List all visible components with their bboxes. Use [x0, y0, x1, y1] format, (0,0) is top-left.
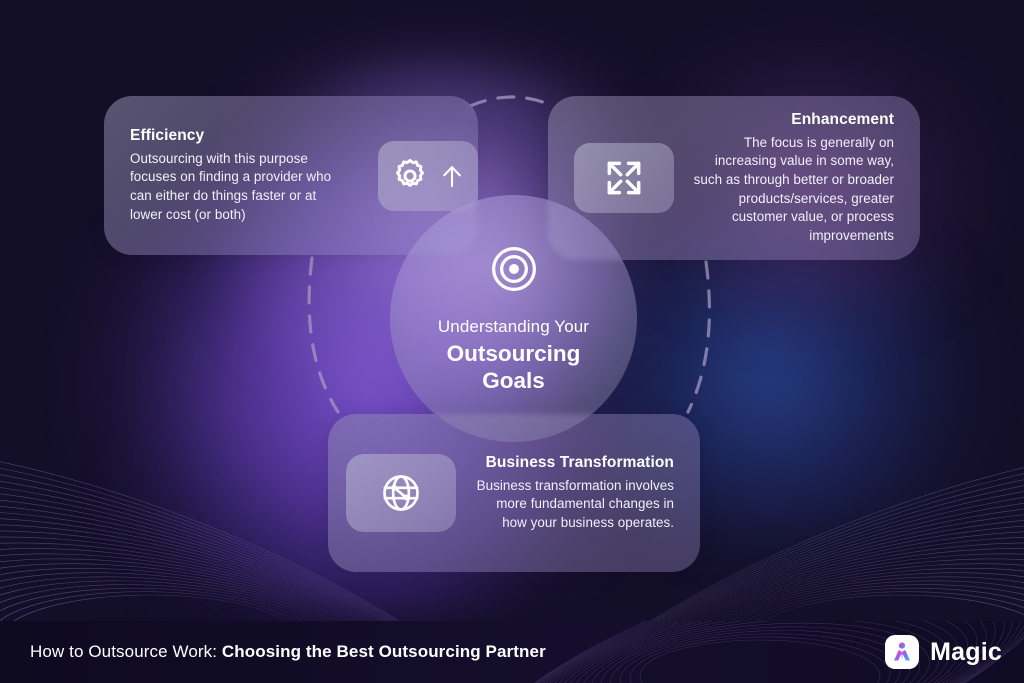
card-transformation-body: Business transformation involves more fu… — [476, 477, 674, 530]
card-efficiency-body: Outsourcing with this purpose focuses on… — [130, 150, 332, 222]
card-enhancement-text: Enhancement The focus is generally on in… — [688, 111, 894, 246]
center-title: Outsourcing Goals — [447, 340, 581, 394]
center-subtitle: Understanding Your — [437, 317, 590, 336]
target-icon — [488, 243, 540, 300]
card-efficiency-title: Efficiency — [130, 126, 205, 144]
arrow-up-icon — [443, 165, 461, 187]
connector-left — [307, 256, 340, 414]
connector-top — [468, 95, 555, 108]
center-title-line-1: Outsourcing — [446, 341, 581, 366]
card-enhancement-icon-tile — [574, 143, 674, 213]
target-icon-glyph — [491, 247, 536, 291]
magic-logo-icon — [885, 635, 920, 669]
card-transformation-text: Business Transformation Business transfo… — [470, 454, 674, 533]
card-enhancement-title: Enhancement — [791, 110, 894, 128]
footer-bar: How to Outsource Work: Choosing the Best… — [0, 621, 1024, 683]
brand-name: Magic — [930, 637, 1002, 666]
card-efficiency-icon-tile — [378, 140, 478, 211]
center-hub: Understanding Your Outsourcing Goals — [390, 195, 637, 442]
card-transformation-title: Business Transformation — [485, 453, 674, 471]
gear-icon — [396, 158, 424, 187]
footer-caption: How to Outsource Work: Choosing the Best… — [30, 642, 546, 662]
expand-arrows-icon — [607, 161, 641, 195]
footer-caption-bold: Choosing the Best Outsourcing Partner — [221, 642, 546, 661]
center-title-line-2: Goals — [482, 368, 545, 393]
card-enhancement[interactable]: Enhancement The focus is generally on in… — [548, 96, 920, 260]
footer-caption-regular: How to Outsource Work: — [30, 642, 222, 661]
card-efficiency[interactable]: Efficiency Outsourcing with this purpose… — [104, 96, 478, 255]
card-enhancement-body: The focus is generally on increasing val… — [693, 134, 894, 243]
globe-network-icon — [383, 475, 419, 511]
connector-right — [686, 260, 712, 414]
card-efficiency-text: Efficiency Outsourcing with this purpose… — [130, 127, 364, 224]
magic-logo-glyph — [894, 642, 911, 661]
card-transformation-icon-tile — [346, 454, 456, 532]
brand-lockup[interactable]: Magic — [885, 635, 1002, 669]
